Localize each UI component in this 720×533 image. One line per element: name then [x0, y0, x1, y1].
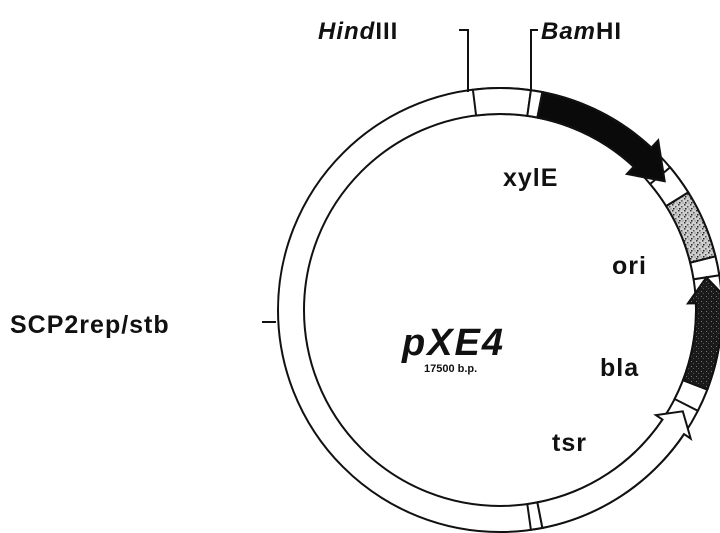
- ori-label: ori: [612, 252, 647, 280]
- xyle-label: xylE: [503, 164, 558, 192]
- hindiii-label: HindIII: [318, 18, 398, 45]
- xyle-arrow: [536, 90, 666, 183]
- ori-region: [664, 191, 717, 264]
- bla-label: bla: [600, 354, 639, 382]
- scp2-label: SCP2rep/stb: [10, 311, 170, 339]
- plasmid-size: 17500 b.p.: [424, 363, 477, 375]
- hindiii-bracket: [459, 29, 469, 92]
- plasmid-name: pXE4: [401, 322, 505, 364]
- bamhi-label: BamHI: [541, 18, 622, 45]
- bla-flank-box: [673, 378, 709, 413]
- hindiii-box: [471, 87, 533, 118]
- tsr-label: tsr: [552, 429, 587, 457]
- ori-flank-box-2: [688, 255, 720, 281]
- tsr-arrow: [536, 410, 693, 530]
- bla-arrow: [681, 275, 720, 391]
- bamhi-bracket: [530, 29, 538, 90]
